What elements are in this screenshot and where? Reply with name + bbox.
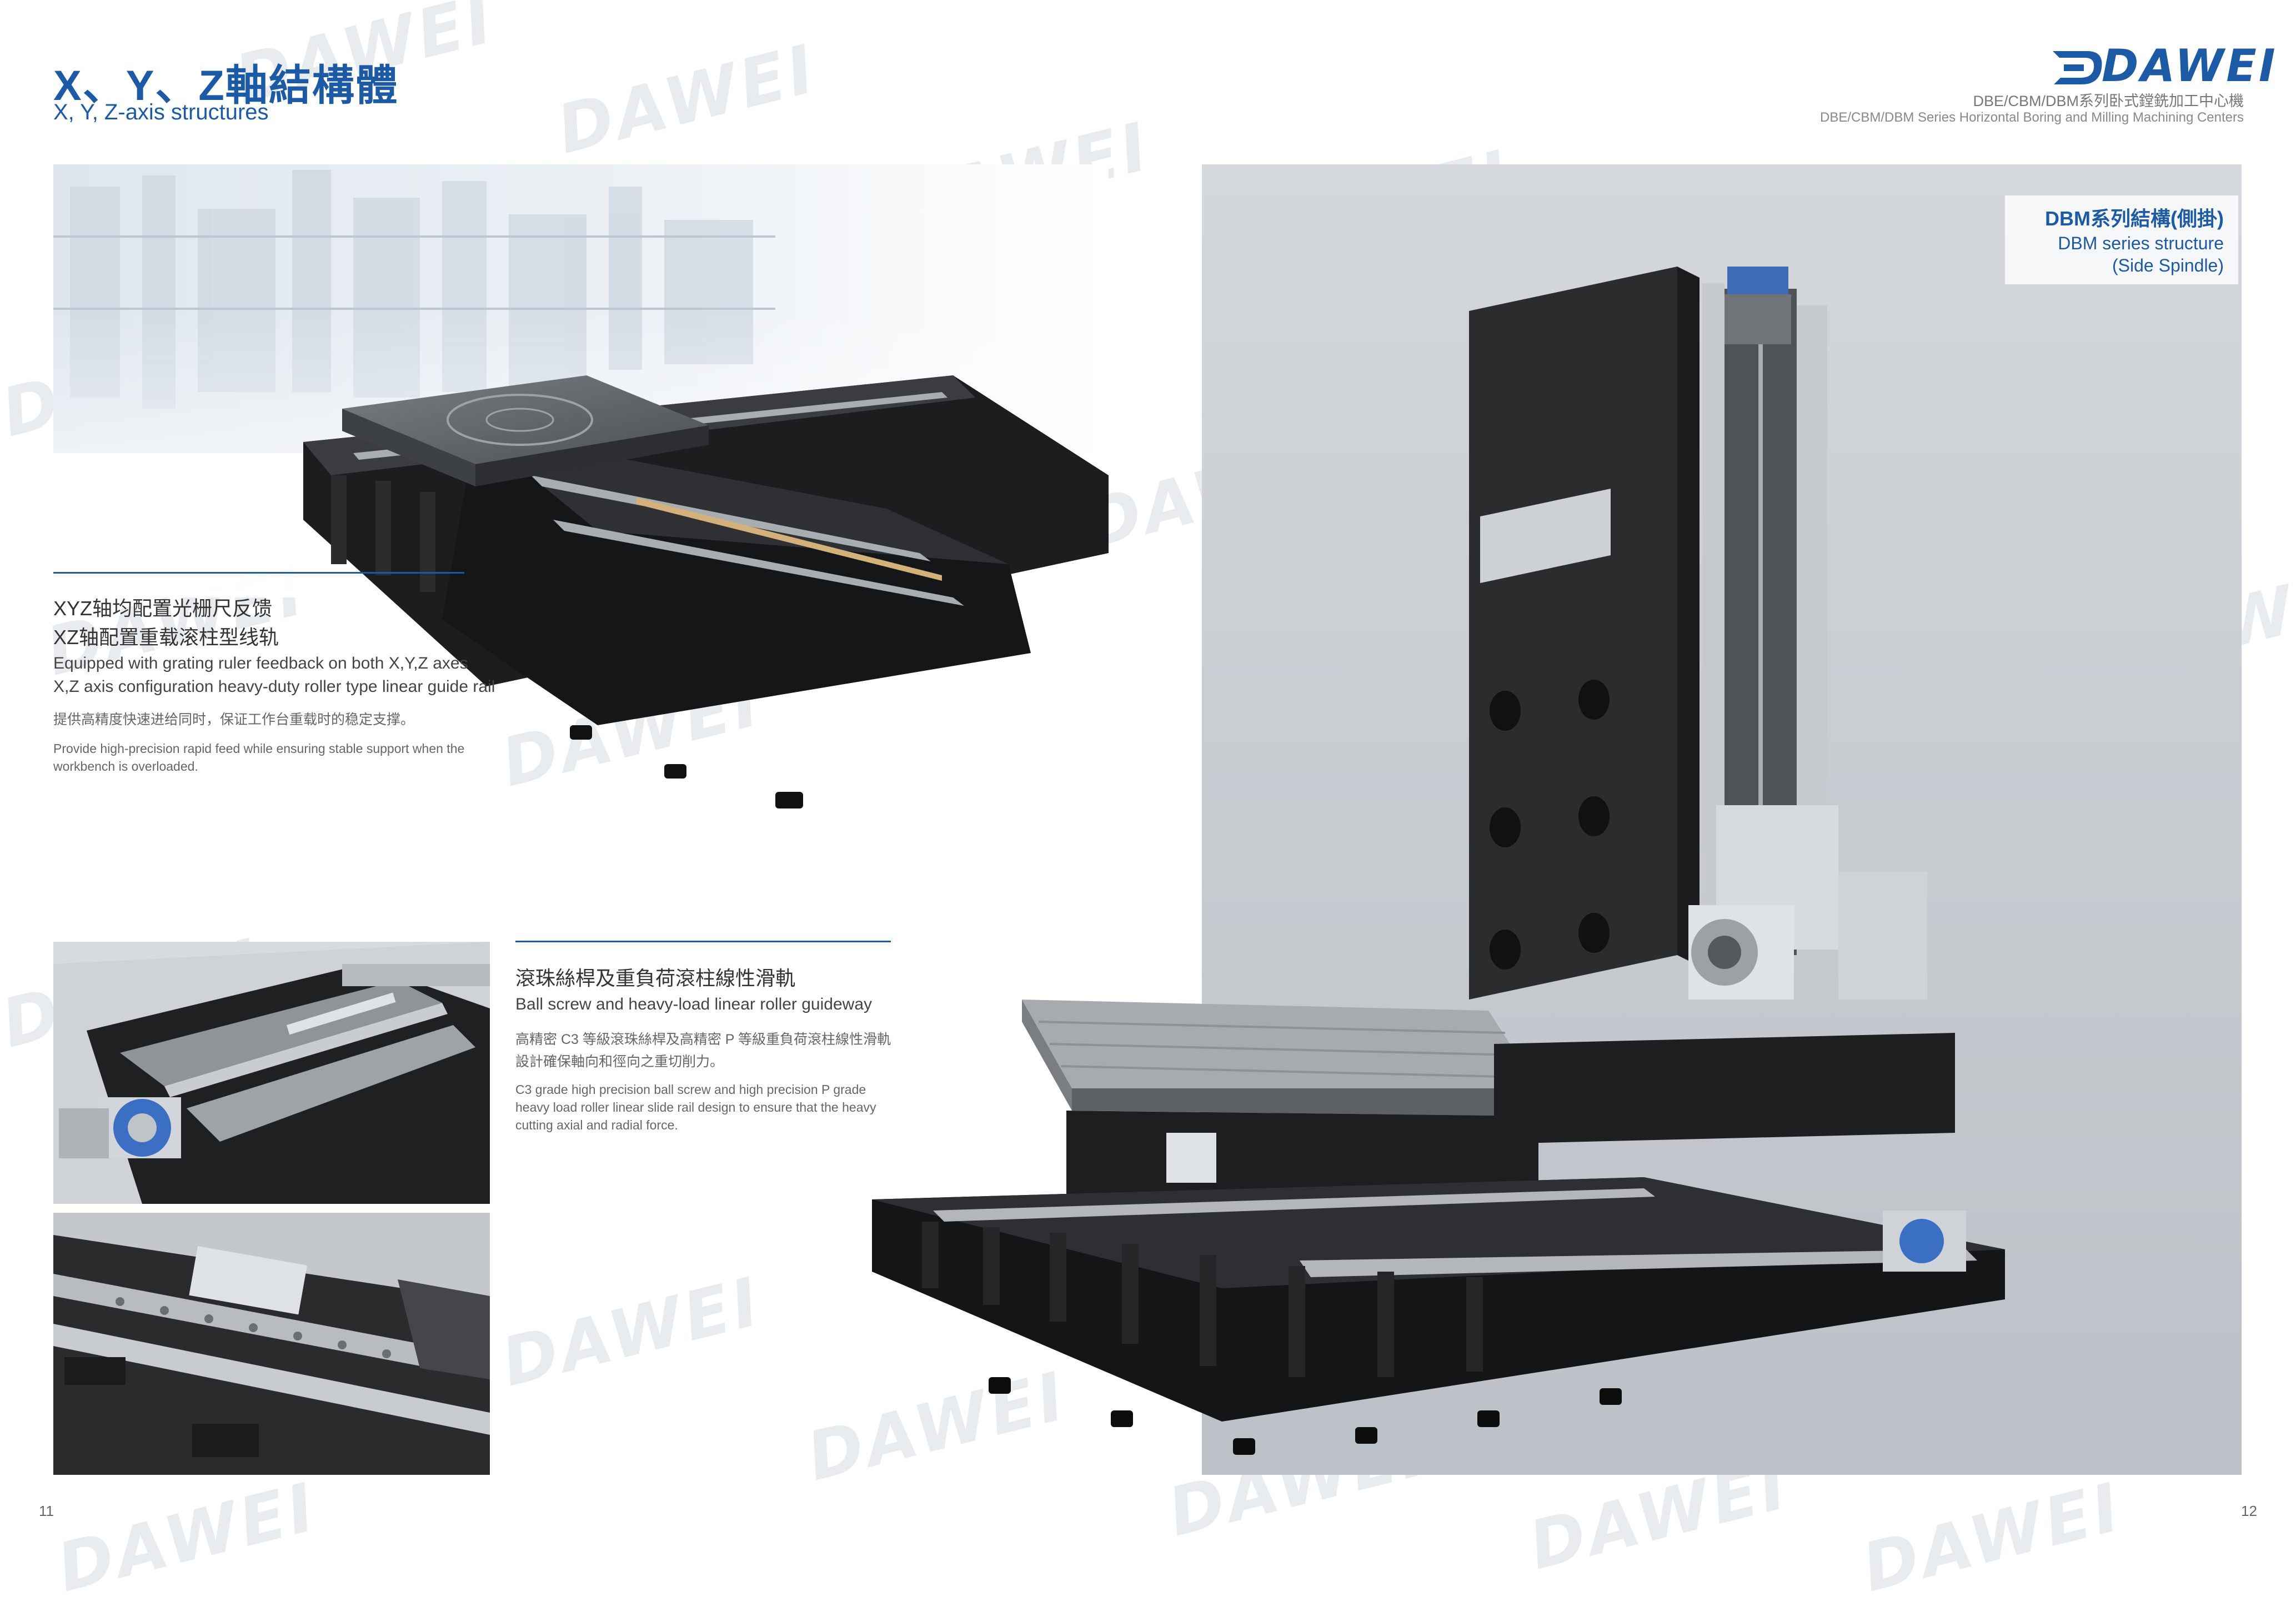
watermark: DAWEI (50, 1468, 325, 1607)
xyz-heading-en-1: Equipped with grating ruler feedback on … (53, 654, 468, 672)
xyz-body-en: Provide high-precision rapid feed while … (53, 741, 465, 774)
ballscrew-heading-en: Ball screw and heavy-load linear roller … (515, 995, 872, 1013)
xyz-feature-text: XYZ轴均配置光栅尺反馈 XZ轴配置重载滚柱型线轨 Equipped with … (53, 594, 531, 775)
ballscrew-body-cn: 高精密 C3 等級滾珠絲桿及高精密 P 等級重負荷滾柱線性滑軌設計確保軸向和徑向… (515, 1032, 891, 1069)
page-title-cn: X、Y、Z軸結構體 (53, 62, 399, 109)
dbm-label-en-1: DBM series structure (2058, 233, 2224, 253)
brand-logo: DAWEI (2048, 40, 2275, 93)
section-divider (515, 941, 891, 942)
ball-screw-closeup-image (53, 942, 490, 1204)
xyz-heading-cn-2: XZ轴配置重载滚柱型线轨 (53, 626, 279, 649)
dbm-label-cn: DBM系列結構(側掛) (2045, 207, 2224, 230)
xyz-heading-en-2: X,Z axis configuration heavy-duty roller… (53, 677, 495, 696)
watermark: DAWEI (550, 30, 825, 169)
dbm-structure-label: DBM系列結構(側掛) DBM series structure (Side S… (2005, 195, 2238, 284)
section-divider (53, 572, 464, 574)
watermark: DAWEI (494, 1263, 769, 1402)
ballscrew-heading-cn: 滾珠絲桿及重負荷滾柱線性滑軌 (515, 967, 796, 990)
linear-guideway-closeup-image (53, 1213, 490, 1475)
logo-mark-icon (2053, 51, 2102, 84)
watermark: DAWEI (1855, 1468, 2130, 1607)
logo-text: DAWEI (2102, 40, 2278, 92)
xyz-heading-cn-1: XYZ轴均配置光栅尺反馈 (53, 597, 273, 620)
series-title-cn: DBE/CBM/DBM系列卧式鏜銑加工中心機 (1973, 93, 2244, 109)
page-number-right: 12 (2241, 1503, 2257, 1519)
page-number-left: 11 (39, 1503, 54, 1519)
dbm-label-en-2: (Side Spindle) (2112, 255, 2224, 275)
page-title-en: X, Y, Z-axis structures (53, 100, 269, 124)
series-title-en: DBE/CBM/DBM Series Horizontal Boring and… (1820, 110, 2244, 125)
xyz-body-cn: 提供高精度快速进给同时，保证工作台重载时的稳定支撑。 (53, 712, 415, 727)
xyz-structure-image (53, 164, 1109, 842)
ballscrew-body-en: C3 grade high precision ball screw and h… (515, 1082, 876, 1132)
dbm-machine-image (800, 258, 2255, 1488)
ballscrew-feature-text: 滾珠絲桿及重負荷滾柱線性滑軌 Ball screw and heavy-load… (515, 964, 893, 1134)
